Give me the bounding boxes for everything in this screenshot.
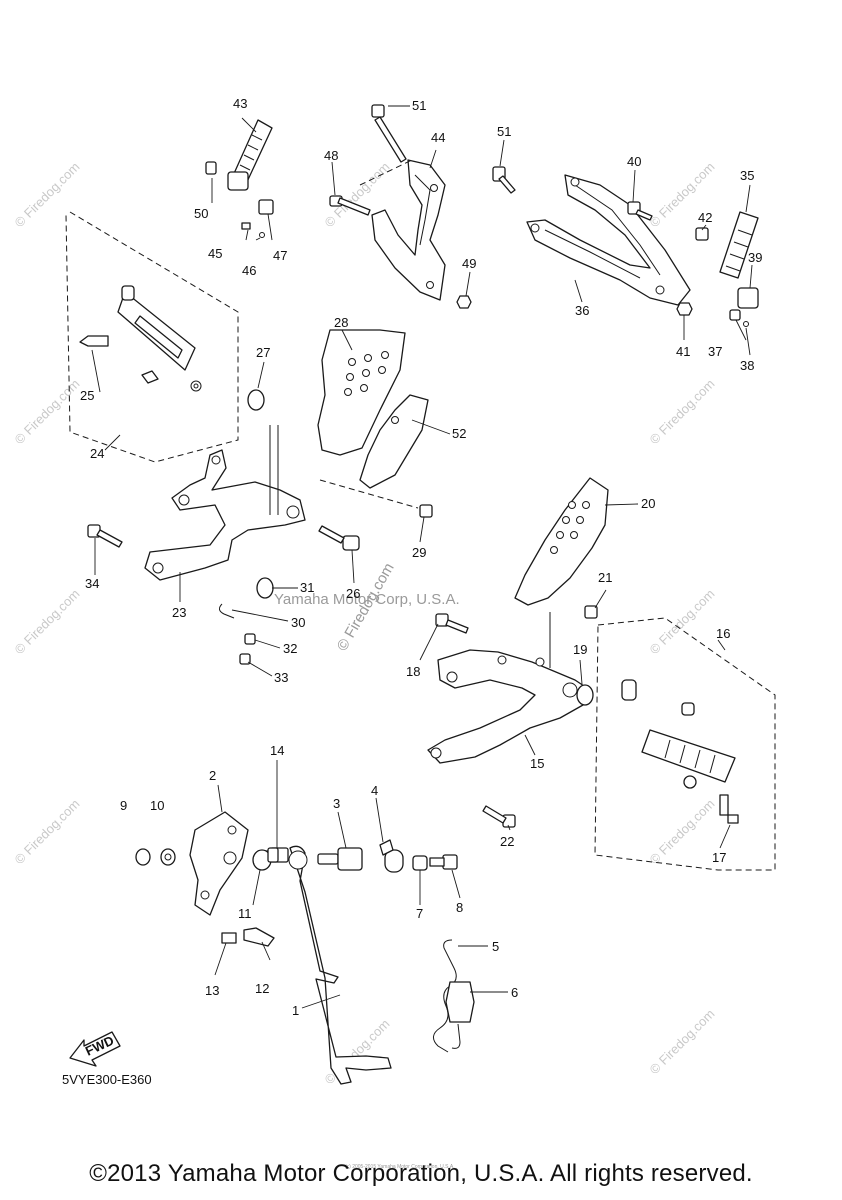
leader-lines bbox=[91, 105, 753, 1009]
callout-48: 48 bbox=[324, 148, 338, 163]
diagram-code: 5VYE300-E360 bbox=[62, 1072, 152, 1087]
callout-7: 7 bbox=[416, 906, 423, 921]
watermark: © Firedog.com bbox=[12, 159, 83, 230]
callout-28: 28 bbox=[334, 315, 348, 330]
callout-42: 42 bbox=[698, 210, 712, 225]
watermark: © Firedog.com bbox=[647, 796, 718, 867]
left-rear-bracket bbox=[329, 104, 472, 309]
callout-16: 16 bbox=[716, 626, 730, 641]
callout-19: 19 bbox=[573, 642, 587, 657]
callout-5: 5 bbox=[492, 939, 499, 954]
callout-44: 44 bbox=[431, 130, 445, 145]
copyright-notice: ©2013 Yamaha Motor Corporation, U.S.A. A… bbox=[89, 1160, 753, 1187]
callout-43: 43 bbox=[233, 96, 247, 111]
callout-30: 30 bbox=[291, 615, 305, 630]
callout-4: 4 bbox=[371, 783, 378, 798]
callout-31: 31 bbox=[300, 580, 314, 595]
callouts: 43 50 45 46 47 48 51 44 49 51 40 42 35 3… bbox=[80, 96, 762, 1018]
callout-18: 18 bbox=[406, 664, 420, 679]
callout-37: 37 bbox=[708, 344, 722, 359]
watermark: © Firedog.com bbox=[12, 796, 83, 867]
callout-9: 9 bbox=[120, 798, 127, 813]
sidestand-assembly bbox=[135, 811, 475, 1085]
heel-guards bbox=[247, 329, 429, 489]
callout-34: 34 bbox=[85, 576, 99, 591]
callout-51a: 51 bbox=[412, 98, 426, 113]
callout-21: 21 bbox=[598, 570, 612, 585]
right-footrest-bracket bbox=[427, 477, 609, 828]
left-footrest-assembly bbox=[65, 211, 239, 463]
right-rear-bracket bbox=[492, 166, 709, 316]
callout-8: 8 bbox=[456, 900, 463, 915]
callout-39: 39 bbox=[748, 250, 762, 265]
callout-23: 23 bbox=[172, 605, 186, 620]
callout-35: 35 bbox=[740, 168, 754, 183]
callout-29: 29 bbox=[412, 545, 426, 560]
callout-1: 1 bbox=[292, 1003, 299, 1018]
callout-11: 11 bbox=[238, 906, 252, 921]
callout-20: 20 bbox=[641, 496, 655, 511]
watermark: © Firedog.com bbox=[12, 586, 83, 657]
callout-38: 38 bbox=[740, 358, 754, 373]
watermark: © Firedog.com bbox=[647, 376, 718, 447]
callout-3: 3 bbox=[333, 796, 340, 811]
callout-15: 15 bbox=[530, 756, 544, 771]
callout-25: 25 bbox=[80, 388, 94, 403]
right-rear-footrest bbox=[719, 211, 759, 327]
watermark: © Firedog.com bbox=[12, 376, 83, 447]
callout-52: 52 bbox=[452, 426, 466, 441]
callout-32: 32 bbox=[283, 641, 297, 656]
callout-33: 33 bbox=[274, 670, 288, 685]
callout-6: 6 bbox=[511, 985, 518, 1000]
tiny-credit: (c) 2005-2015 Yamaha Motor Corporation, … bbox=[345, 1164, 455, 1170]
callout-14: 14 bbox=[270, 743, 284, 758]
callout-10: 10 bbox=[150, 798, 164, 813]
forward-arrow: FWD bbox=[69, 1031, 121, 1067]
watermark-corp: Yamaha Motor Corp, U.S.A. bbox=[274, 591, 460, 608]
right-footrest-assembly bbox=[594, 617, 776, 871]
callout-40: 40 bbox=[627, 154, 641, 169]
callout-47: 47 bbox=[273, 248, 287, 263]
callout-41: 41 bbox=[676, 344, 690, 359]
callout-45: 45 bbox=[208, 246, 222, 261]
callout-27: 27 bbox=[256, 345, 270, 360]
callout-12: 12 bbox=[255, 981, 269, 996]
callout-50: 50 bbox=[194, 206, 208, 221]
watermark: © Firedog.com bbox=[647, 586, 718, 657]
callout-13: 13 bbox=[205, 983, 219, 998]
callout-36: 36 bbox=[575, 303, 589, 318]
callout-51b: 51 bbox=[497, 124, 511, 139]
callout-49: 49 bbox=[462, 256, 476, 271]
callout-22: 22 bbox=[500, 834, 514, 849]
callout-17: 17 bbox=[712, 850, 726, 865]
callout-26: 26 bbox=[346, 586, 360, 601]
callout-24: 24 bbox=[90, 446, 104, 461]
callout-2: 2 bbox=[209, 768, 216, 783]
watermark: © Firedog.com bbox=[647, 1006, 718, 1077]
left-footrest-bracket bbox=[87, 425, 433, 665]
left-rear-footrest bbox=[205, 119, 274, 238]
callout-46: 46 bbox=[242, 263, 256, 278]
